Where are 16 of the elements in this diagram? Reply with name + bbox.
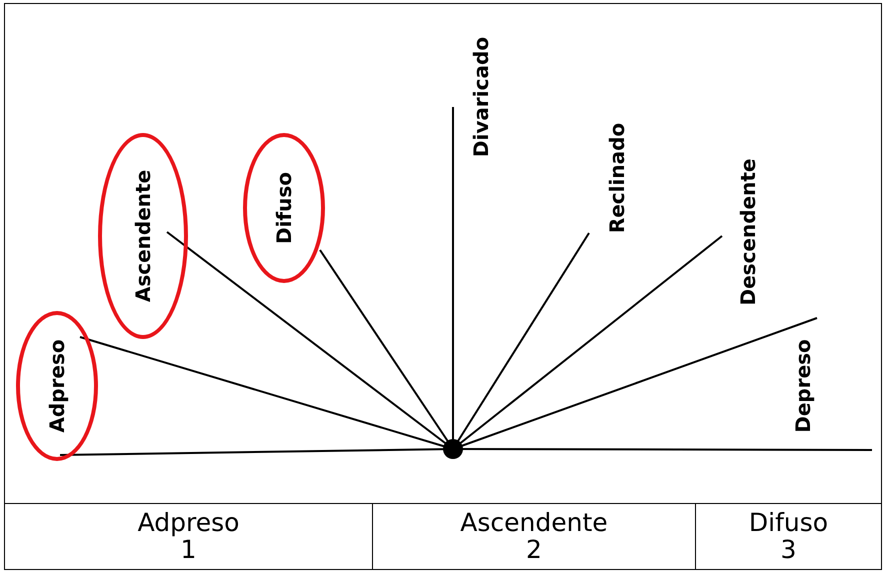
class-number: 3: [780, 536, 796, 563]
highlight-ellipse: [98, 133, 188, 339]
class-name: Adpreso: [138, 510, 240, 536]
branch-label: Adpreso: [47, 339, 67, 433]
class-number: 2: [526, 536, 542, 563]
branch-label: Divaricado: [471, 36, 491, 158]
highlight-ellipse: [16, 311, 98, 461]
highlight-ellipse: [243, 133, 325, 283]
branch-label: Reclinado: [607, 122, 627, 234]
class-number: 1: [180, 536, 196, 563]
branch-label: Depreso: [793, 339, 813, 433]
branch-label: Ascendente: [133, 170, 153, 302]
branch-label: Difuso: [274, 172, 294, 244]
class-name: Difuso: [748, 510, 828, 536]
branch-label: Descendente: [738, 158, 758, 306]
class-name: Ascendente: [460, 510, 608, 536]
